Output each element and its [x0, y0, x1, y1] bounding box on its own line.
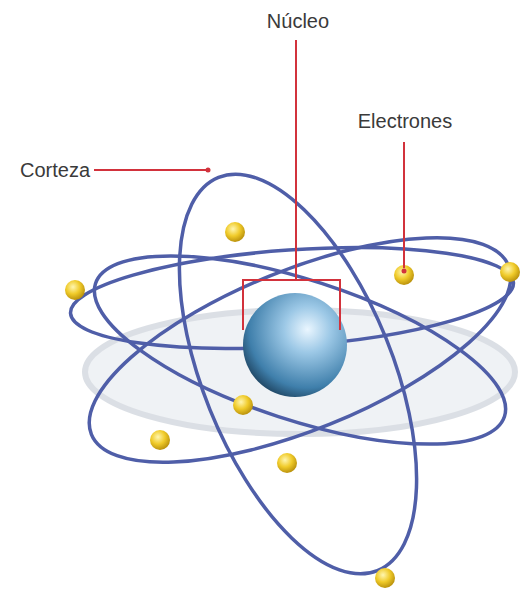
leader-dot: [206, 168, 211, 173]
part-label: Núcleo: [267, 9, 329, 33]
leader-lines: [94, 40, 404, 330]
electrons: [65, 222, 520, 588]
part-label: Electrones: [358, 109, 453, 133]
nucleus: [243, 293, 347, 397]
leader-dot: [402, 269, 407, 274]
part-label: Corteza: [20, 158, 90, 182]
